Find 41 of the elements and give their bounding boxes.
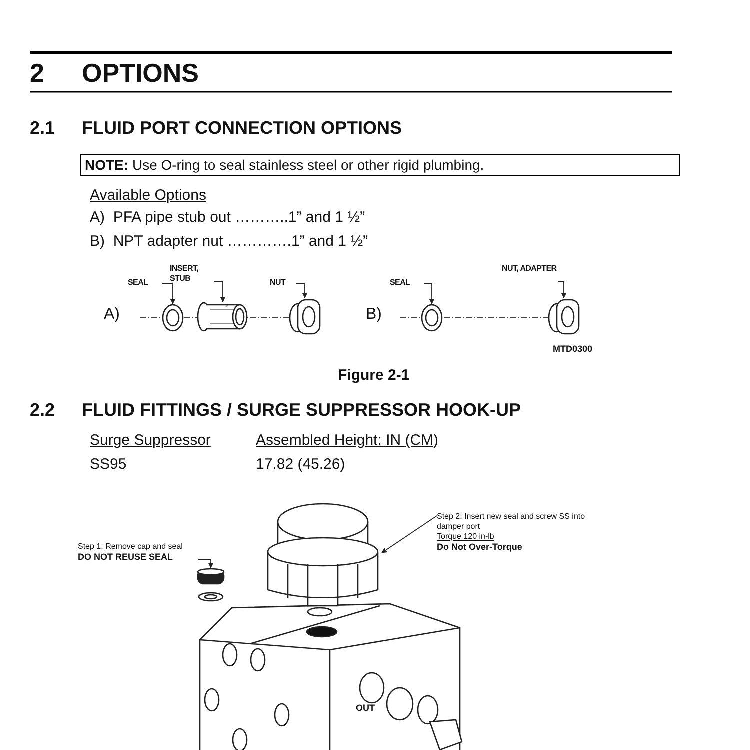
section-number: 2 xyxy=(30,58,44,89)
subheading: Available Options xyxy=(90,187,206,204)
part-drawing xyxy=(547,298,581,336)
leader-line xyxy=(424,284,435,305)
section-number: 2.1 xyxy=(30,118,56,139)
column-header: Assembled Height: IN (CM) xyxy=(256,432,439,449)
leader-line xyxy=(558,282,567,299)
leader-line xyxy=(162,284,176,305)
drawing-number: MTD0300 xyxy=(553,344,593,354)
figure-caption: Figure 2-1 xyxy=(338,367,410,384)
part-label: NUT, ADAPTER xyxy=(502,264,558,274)
section-title: OPTIONS xyxy=(82,58,200,89)
step-instruction: Step 1: Remove cap and seal xyxy=(78,542,183,552)
leader-line xyxy=(296,284,308,299)
leader-line xyxy=(382,516,438,554)
part-drawing xyxy=(421,304,443,332)
part-label: INSERT, STUB xyxy=(170,264,214,284)
part-drawing xyxy=(162,304,184,332)
part-label: SEAL xyxy=(390,278,424,288)
step-instruction: Step 2: Insert new seal and screw SS into damper port xyxy=(437,512,586,532)
table-text: SS95 xyxy=(90,456,127,473)
part-label: SEAL xyxy=(128,278,162,288)
column-header: Surge Suppressor xyxy=(90,432,211,449)
section-title: FLUID PORT CONNECTION OPTIONS xyxy=(82,118,402,139)
torque-spec: Torque 120 in-lb xyxy=(437,532,494,542)
option-line: B) NPT adapter nut ………….1” and 1 ½” xyxy=(90,233,368,250)
warning-text: DO NOT REUSE SEAL xyxy=(78,552,174,564)
leader-line xyxy=(198,560,214,569)
figure-part-letter: B) xyxy=(366,306,382,324)
section-title: FLUID FITTINGS / SURGE SUPPRESSOR HOOK-UP xyxy=(82,400,522,421)
table-text: 17.82 (45.26) xyxy=(256,456,346,473)
leader-line xyxy=(214,282,226,303)
option-line: A) PFA pipe stub out ………..1” and 1 ½” xyxy=(90,209,366,226)
part-drawing xyxy=(196,302,250,332)
part-label: NUT xyxy=(270,278,296,288)
port-label: OUT xyxy=(356,703,375,713)
section-number: 2.2 xyxy=(30,400,56,421)
warning-text: Do Not Over-Torque xyxy=(437,542,522,554)
part-drawing xyxy=(288,298,322,336)
note-text: NOTE: Use O-ring to seal stainless steel or other rigid plumbing. xyxy=(80,154,680,176)
figure-part-letter: A) xyxy=(104,306,120,324)
